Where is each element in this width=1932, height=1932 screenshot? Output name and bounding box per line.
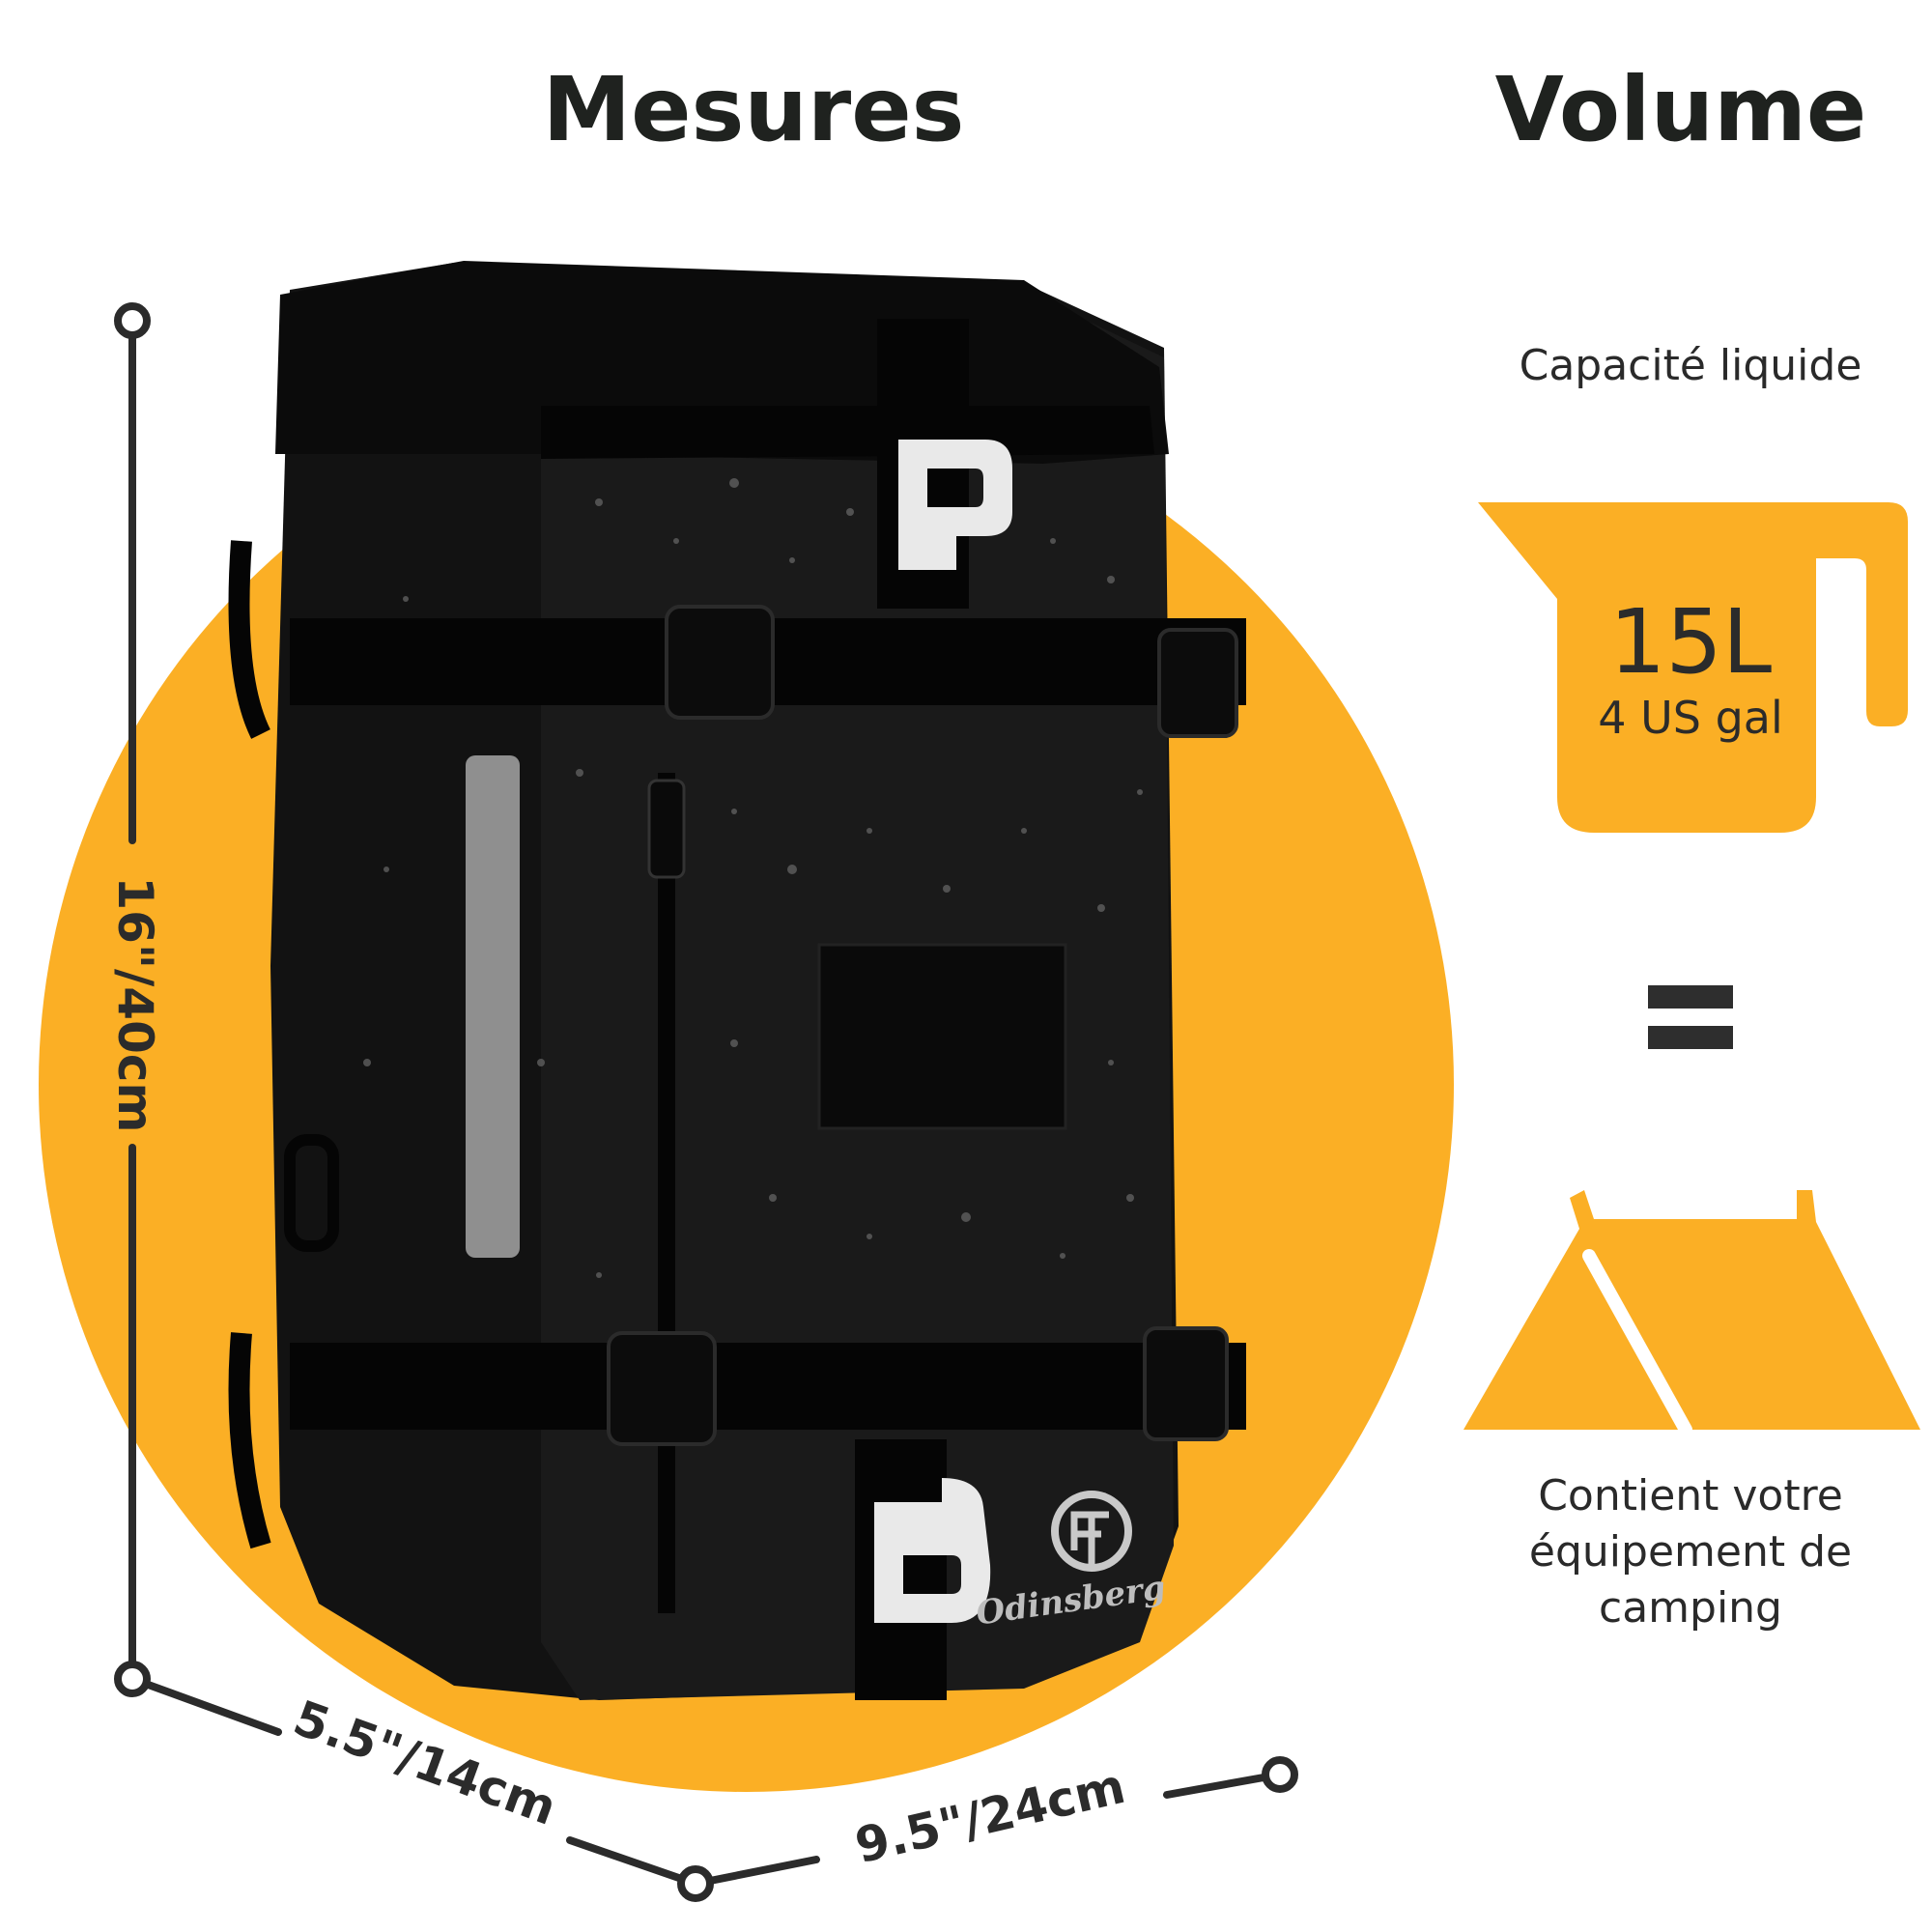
top-hook-icon: [898, 440, 1012, 570]
upper-buckle-icon: [665, 605, 775, 720]
depth-line-right: [566, 1836, 699, 1888]
height-bottom-dot: [114, 1661, 151, 1697]
brand-logo-icon: [1051, 1491, 1132, 1572]
velcro-patch: [817, 943, 1067, 1130]
measures-heading: Mesures: [542, 58, 965, 161]
volume-heading: Volume: [1494, 58, 1867, 161]
lower-compression-strap: [290, 1343, 1246, 1430]
lower-buckle-icon: [607, 1331, 717, 1446]
height-top-dot: [114, 302, 151, 339]
reflective-strip: [466, 755, 520, 1258]
camping-label: Contient votre équipement de camping: [1528, 1471, 1853, 1633]
width-line-left: [692, 1856, 820, 1888]
corner-dot: [677, 1865, 714, 1902]
water-droplets: [363, 478, 1143, 1278]
gallons-value: 4 US gal: [1598, 692, 1783, 744]
equals-icon: [1648, 985, 1733, 1009]
lower-side-buckle-icon: [1143, 1326, 1229, 1441]
width-line-right: [1163, 1771, 1284, 1799]
capacity-label: Capacité liquide: [1519, 341, 1862, 390]
depth-line-left: [128, 1675, 282, 1736]
equals-icon-lower: [1648, 1026, 1733, 1049]
side-strap-upper: [228, 540, 270, 739]
bottom-hook-icon: [874, 1478, 991, 1623]
zipper-pull-icon: [647, 779, 686, 879]
width-end-dot: [1262, 1756, 1298, 1793]
side-strap-lower: [228, 1332, 271, 1549]
upper-side-buckle-icon: [1157, 628, 1238, 738]
liters-value: 15L: [1608, 590, 1773, 694]
side-d-ring-icon: [284, 1134, 339, 1252]
